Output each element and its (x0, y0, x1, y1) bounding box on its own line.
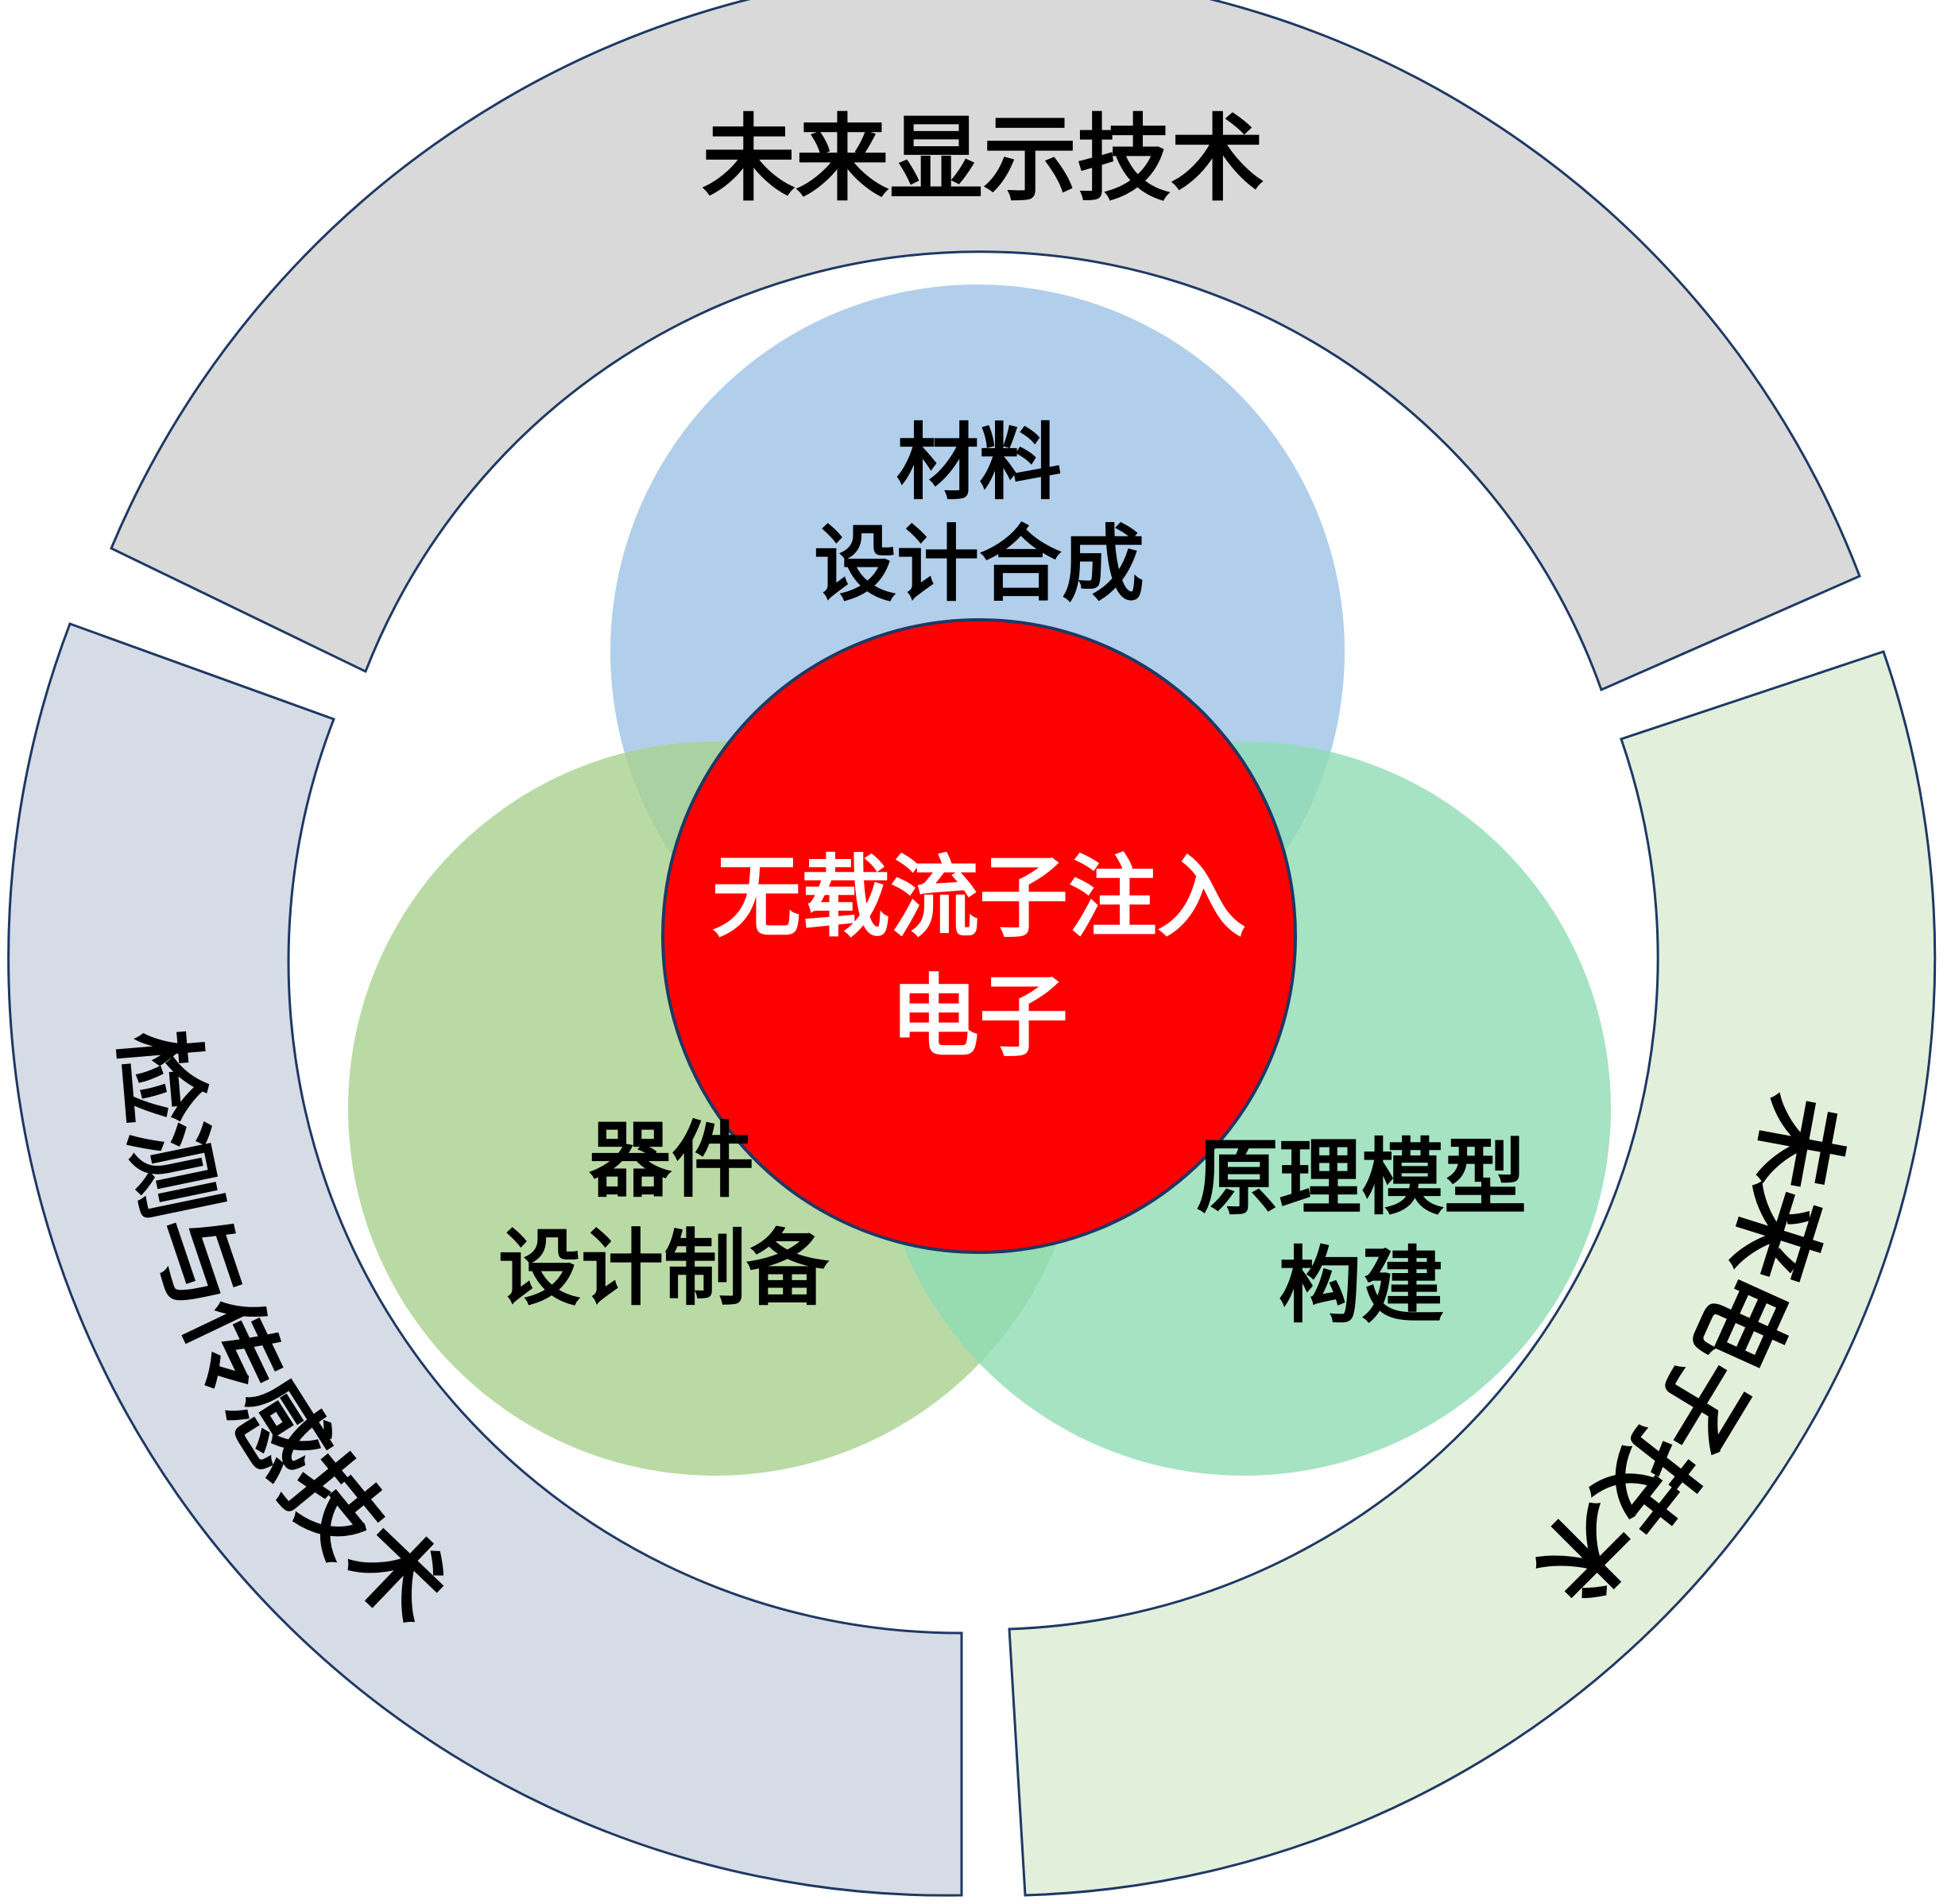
devices-label-line1: 器件 (589, 1112, 754, 1209)
ring-segment-top (110, 0, 1861, 692)
ring-segment-left (7, 622, 963, 1897)
theory-label-line2: 构建 (1279, 1237, 1444, 1334)
center-label-line1: 无载流子注入 (712, 846, 1246, 950)
center-label-line2: 电子 (890, 966, 1068, 1069)
devices-label-line2: 设计制备 (498, 1220, 830, 1317)
ring-segment-right (1008, 650, 1937, 1897)
materials-label-line2: 设计合成 (814, 516, 1144, 613)
ring-label-top: 未来显示技术 (702, 104, 1264, 214)
theory-label-line1: 原理模型 (1196, 1129, 1527, 1226)
materials-label-line1: 材料 (896, 414, 1062, 511)
center-circle (661, 618, 1297, 1254)
